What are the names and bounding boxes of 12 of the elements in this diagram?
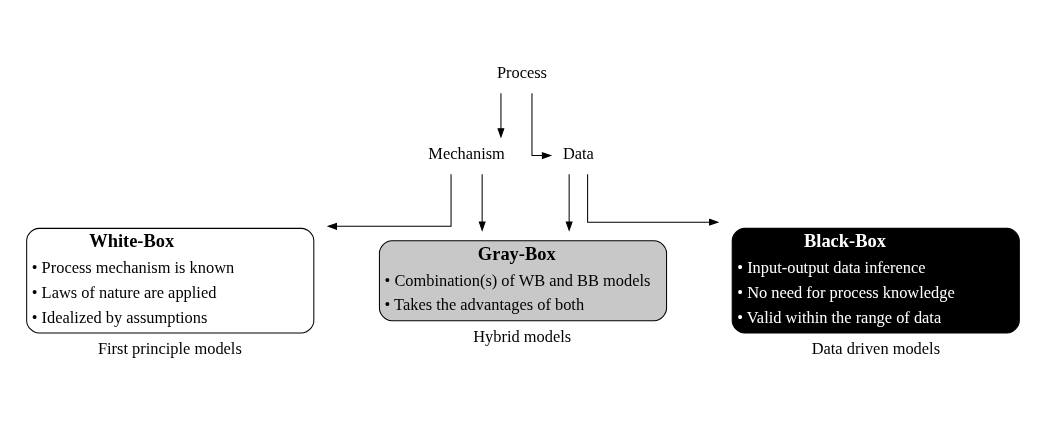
arrow <box>531 92 553 160</box>
node-label: Data driven models <box>811 339 941 359</box>
arrow <box>478 173 486 232</box>
arrow <box>587 173 720 226</box>
node-text: Mechanism <box>428 144 505 164</box>
arrow <box>497 92 505 139</box>
arrow <box>565 173 573 232</box>
node-label: Hybrid models <box>473 327 572 347</box>
node-text: Process <box>496 63 548 83</box>
node-label: First principle models <box>97 339 242 359</box>
node-text: Data <box>562 144 594 164</box>
arrow <box>326 173 452 230</box>
